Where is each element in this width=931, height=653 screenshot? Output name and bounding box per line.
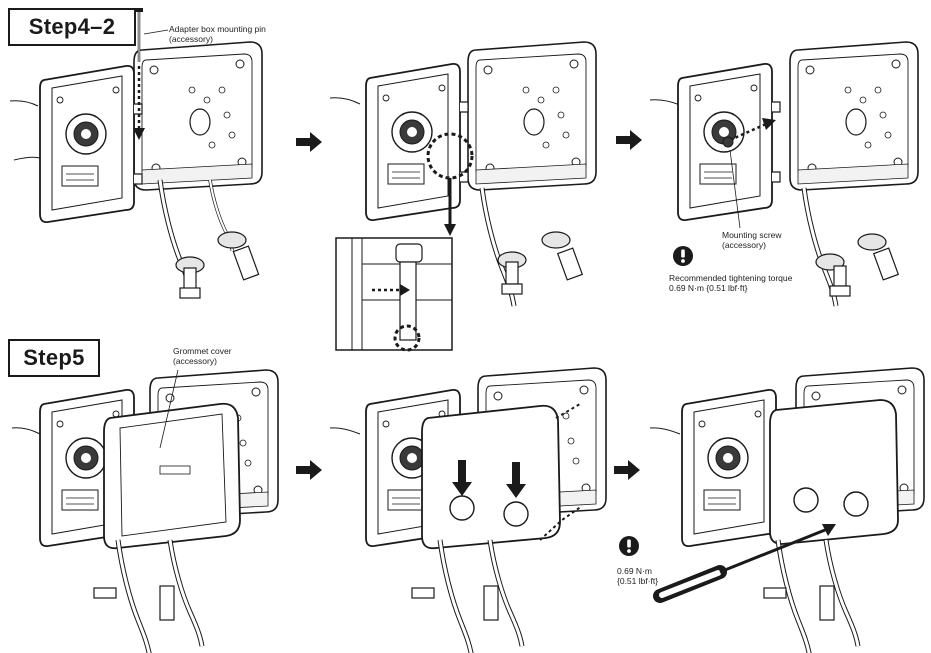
press-arrow-icon	[506, 462, 526, 498]
step-5-label: Step5	[8, 339, 100, 377]
mounting-pin-callout-line1: Adapter box mounting pin	[169, 24, 266, 34]
torque2-callout: 0.69 N·m {0.51 lbf·ft}	[617, 566, 658, 586]
flow-arrow-icon	[616, 130, 642, 150]
mounting-screw-icon	[722, 136, 734, 148]
grommet-cover-callout: Grommet cover (accessory)	[173, 346, 232, 366]
step-4-2-label: Step4–2	[8, 8, 136, 46]
torque-callout-line2: 0.69 N·m {0.51 lbf·ft}	[669, 283, 748, 293]
mounting-screw-callout-line2: (accessory)	[722, 240, 766, 250]
step5-panel-3	[649, 367, 925, 653]
mounting-screw-callout-line1: Mounting screw	[722, 230, 782, 240]
step5-panel-2	[329, 367, 607, 653]
zoom-detail-inset	[335, 237, 453, 352]
cable-plug-icon	[497, 251, 527, 295]
mounting-pin-callout-line2: (accessory)	[169, 34, 213, 44]
cable-plug-icon	[815, 253, 851, 297]
grommet-cover-icon	[769, 399, 899, 545]
rj45-plug-icon	[159, 585, 175, 621]
torque2-callout-line1: 0.69 N·m	[617, 566, 652, 576]
flow-arrow-icon	[614, 460, 640, 480]
caution-icon	[619, 536, 639, 556]
torque-callout-line1: Recommended tightening torque	[669, 273, 793, 283]
grommet-cover-icon	[421, 404, 561, 550]
rj45-plug-icon	[857, 233, 900, 281]
caution-icon	[673, 246, 693, 266]
step5-panel-1	[11, 369, 279, 653]
torque2-callout-line2: {0.51 lbf·ft}	[617, 576, 659, 586]
rj45-plug-icon	[483, 585, 499, 621]
rj45-plug-icon	[217, 231, 260, 281]
screwdriver-icon	[653, 524, 836, 603]
step42-panel-2	[329, 41, 597, 306]
grommet-cover-callout-line2: (accessory)	[173, 356, 217, 366]
step42-panel-1	[9, 8, 263, 299]
press-arrow-icon	[452, 460, 472, 496]
mounting-pin-callout: Adapter box mounting pin (accessory)	[169, 24, 266, 44]
cable-plug-icon	[175, 256, 205, 299]
rj45-plug-icon	[819, 585, 835, 621]
step42-panel-3	[649, 41, 919, 306]
flow-arrow-icon	[296, 132, 322, 152]
flow-arrow-icon	[296, 460, 322, 480]
grommet-cover-callout-line1: Grommet cover	[173, 346, 232, 356]
rj45-plug-icon	[541, 231, 584, 281]
mounting-pin-icon	[135, 8, 143, 62]
mounting-screw-callout: Mounting screw (accessory)	[722, 230, 782, 250]
torque-callout: Recommended tightening torque 0.69 N·m {…	[669, 273, 792, 293]
grommet-cover-icon	[103, 402, 241, 550]
